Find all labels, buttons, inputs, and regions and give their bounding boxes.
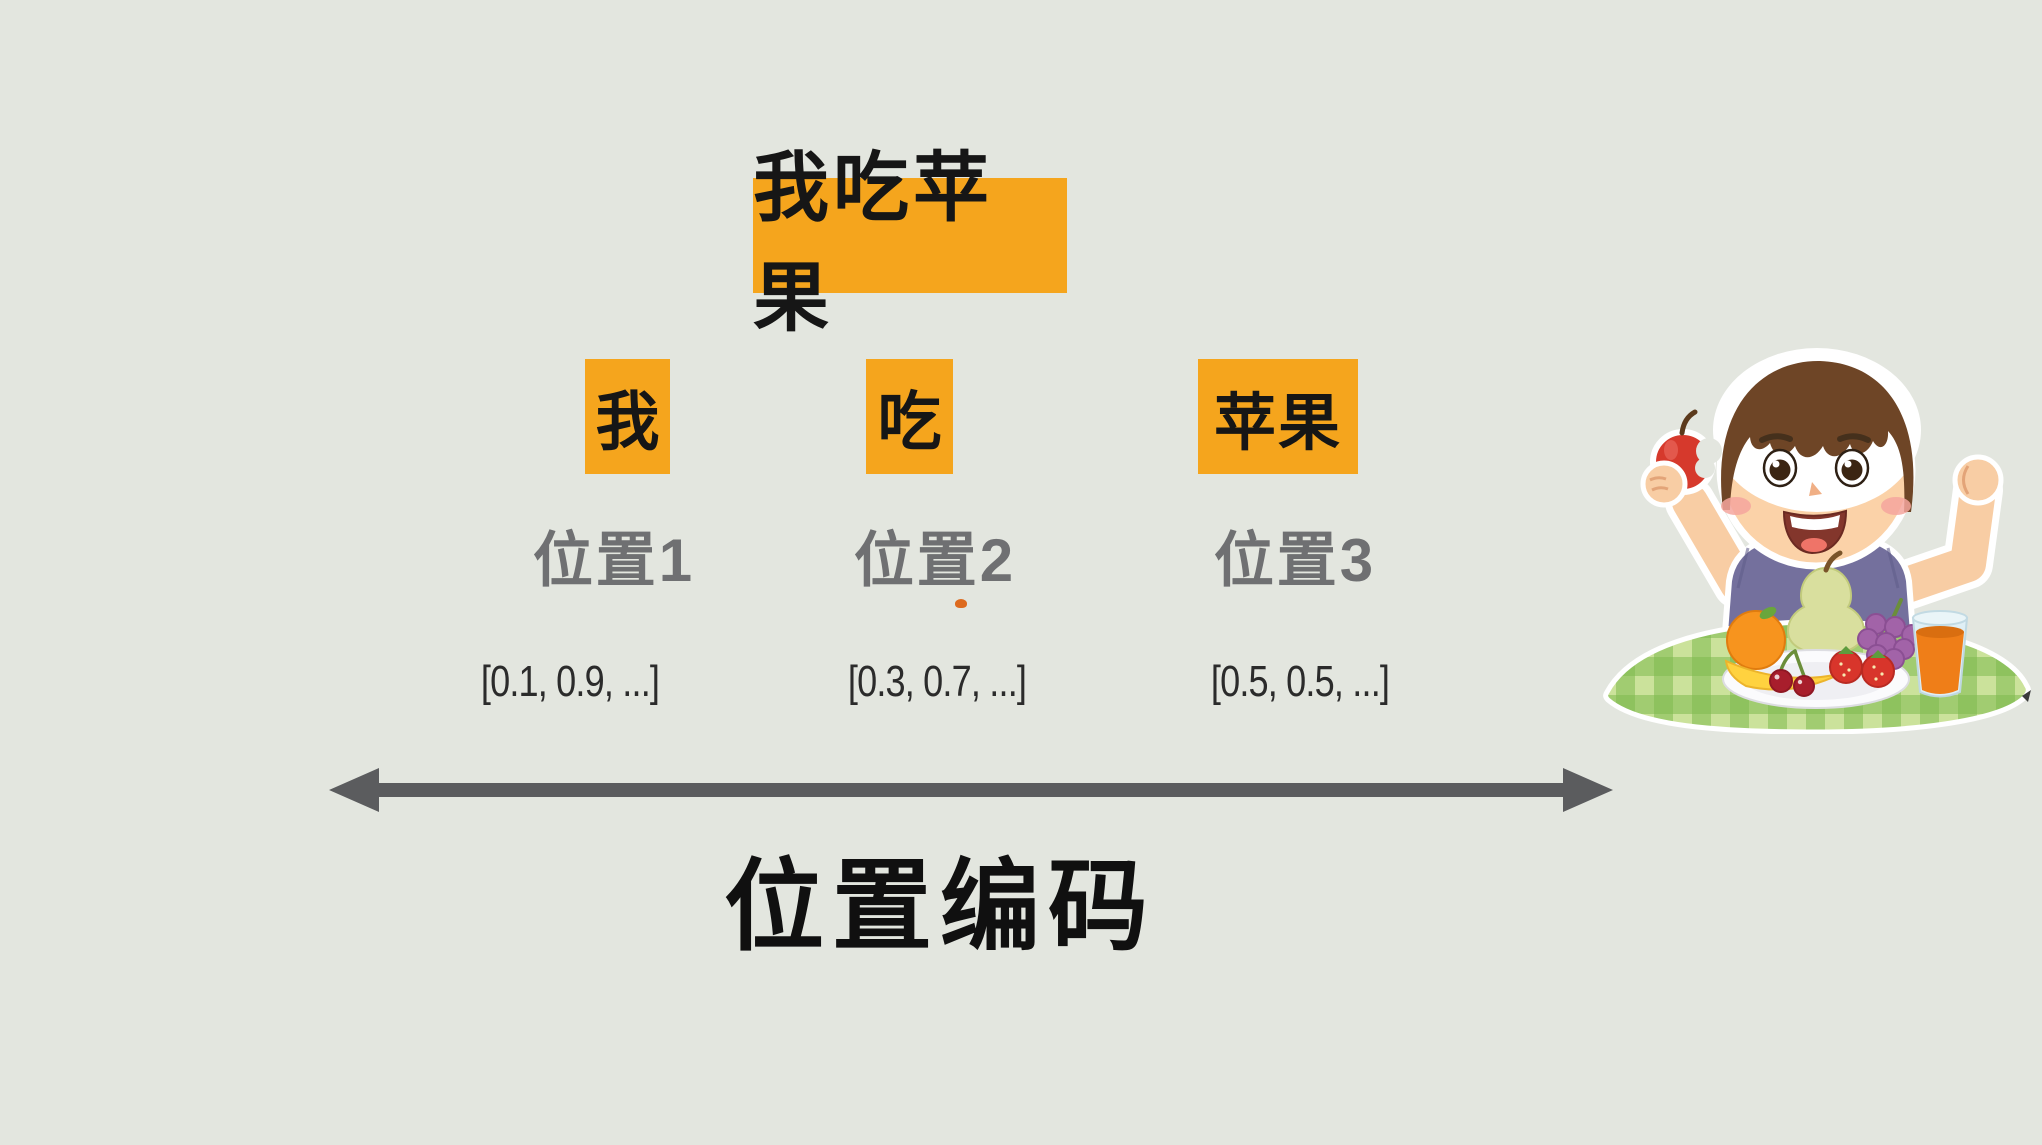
bitten-apple-icon [1640, 409, 1722, 508]
eyebrow [1759, 433, 1793, 443]
blush [1721, 497, 1751, 515]
position-label-1: 位置1 [532, 526, 696, 594]
fist [1952, 454, 2004, 506]
fruit-plate [1722, 550, 1923, 709]
mouth [1782, 509, 1848, 555]
boy-head [1713, 348, 1921, 570]
strawberries [1829, 646, 1895, 688]
stray-dot [955, 599, 967, 608]
token-word: 吃 [877, 385, 942, 458]
vector-label-2: [0.3, 0.7, ...] [847, 657, 1027, 706]
axis-caption: 位置编码 [724, 851, 1156, 963]
hair [1721, 360, 1914, 512]
position-label-3: 位置3 [1213, 526, 1377, 594]
blush [1881, 497, 1911, 515]
position-label-2: 位置2 [853, 526, 1017, 594]
nose [1809, 482, 1822, 496]
juice-glass [1911, 610, 1969, 698]
token-word: 我 [595, 385, 660, 458]
orange [1726, 606, 1786, 670]
cherries [1769, 649, 1815, 697]
sentence-text: 我吃苹果 [753, 145, 993, 341]
boy-eating-apple-illustration [1603, 348, 2031, 734]
hand [1640, 460, 1688, 508]
sentence-box: 我吃苹果 [753, 146, 1067, 341]
double-arrow [329, 768, 1613, 812]
token-box-3: 苹果 [1198, 359, 1358, 474]
token-word: 苹果 [1213, 388, 1342, 458]
token-box-1: 我 [585, 359, 670, 474]
vector-label-1: [0.1, 0.9, ...] [480, 657, 660, 706]
token-box-2: 吃 [866, 359, 953, 474]
eye [1762, 448, 1798, 488]
eyebrow [1837, 433, 1871, 443]
eye [1834, 448, 1870, 488]
vector-label-3: [0.5, 0.5, ...] [1210, 657, 1390, 706]
